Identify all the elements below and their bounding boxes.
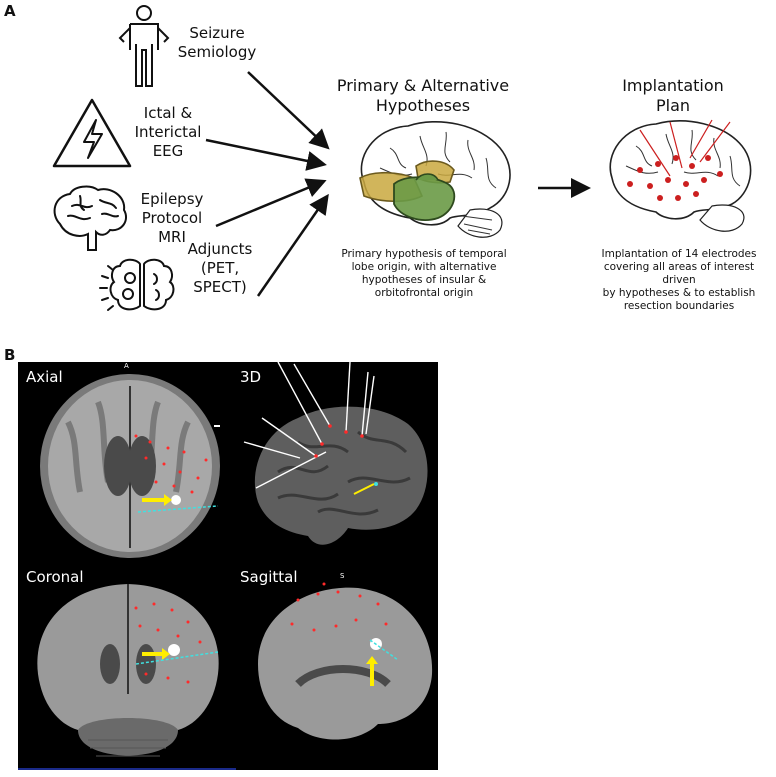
brain-implantation-illustration xyxy=(609,119,752,232)
brain-hypotheses-illustration xyxy=(359,120,511,238)
panel-a-label: A xyxy=(4,2,16,20)
axial-view xyxy=(40,374,220,558)
sagittal-title: Sagittal xyxy=(240,568,298,586)
brain-gears-icon xyxy=(99,258,175,311)
sagittal-view xyxy=(258,582,433,740)
3d-title: 3D xyxy=(240,368,262,386)
primary-hypothesis-region xyxy=(393,176,456,221)
input-label-adjuncts: Adjuncts (PET, SPECT) xyxy=(187,240,253,296)
person-icon xyxy=(118,5,170,87)
brain-icon xyxy=(53,185,128,251)
sagittal-orientation-marker: S xyxy=(340,572,345,580)
hypotheses-title: Primary & Alternative Hypotheses xyxy=(336,76,510,115)
plan-caption: Implantation of 14 electrodes covering a… xyxy=(601,248,757,312)
converging-arrows xyxy=(205,71,591,297)
mri-bottom-border xyxy=(18,768,236,770)
input-label-semiology: Seizure Semiology xyxy=(177,24,257,61)
coronal-view xyxy=(37,584,219,757)
hypotheses-caption: Primary hypothesis of temporal lobe orig… xyxy=(341,248,507,299)
panel-b-label: B xyxy=(4,346,16,364)
3d-view xyxy=(243,361,428,545)
plan-title: Implantation Plan xyxy=(622,76,724,115)
axial-orientation-marker: A xyxy=(124,362,129,370)
coronal-title: Coronal xyxy=(26,568,84,586)
input-label-mri: Epilepsy Protocol MRI xyxy=(140,190,204,246)
input-label-eeg: Ictal & Interictal EEG xyxy=(134,104,202,160)
lightning-warning-icon xyxy=(52,98,132,168)
axial-title: Axial xyxy=(26,368,63,386)
